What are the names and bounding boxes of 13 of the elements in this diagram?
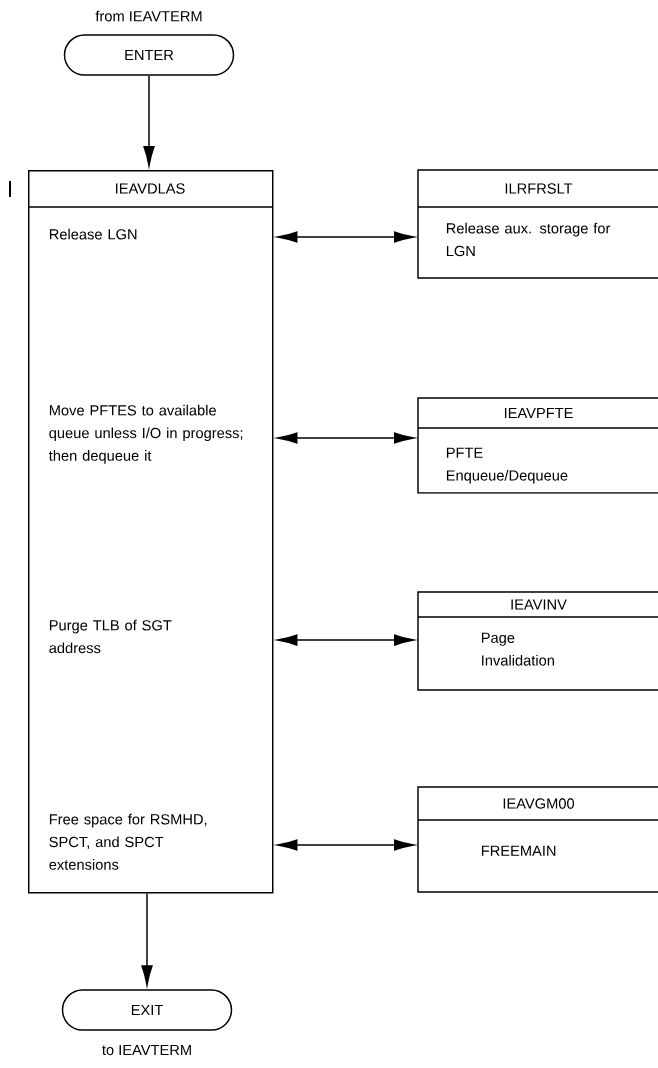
terminal-caption: from IEAVTERM	[95, 10, 202, 22]
arrow	[277, 634, 415, 646]
module-box: IEAVDLAS Release LGN Move PFTES to available queue unless I/O in progress; then dequeue it Purge TLB of SGT address Free space for RSMHD, SPCT, and SPCT extensions	[27, 170, 274, 894]
module-box: IEAVINV Page Invalidation	[417, 591, 658, 691]
arrow	[277, 231, 415, 243]
module-box: ILRFRSLT Release aux. storage for LGN	[417, 169, 658, 279]
module-box: IEAVPFTE PFTE Enqueue/Dequeue	[417, 397, 658, 494]
arrow	[141, 892, 153, 986]
arrow	[277, 432, 415, 444]
terminal-caption: to IEAVTERM	[102, 1044, 191, 1056]
module-box: IEAVGM00 FREEMAIN	[417, 786, 658, 893]
arrow	[277, 839, 415, 851]
arrow	[143, 75, 155, 167]
